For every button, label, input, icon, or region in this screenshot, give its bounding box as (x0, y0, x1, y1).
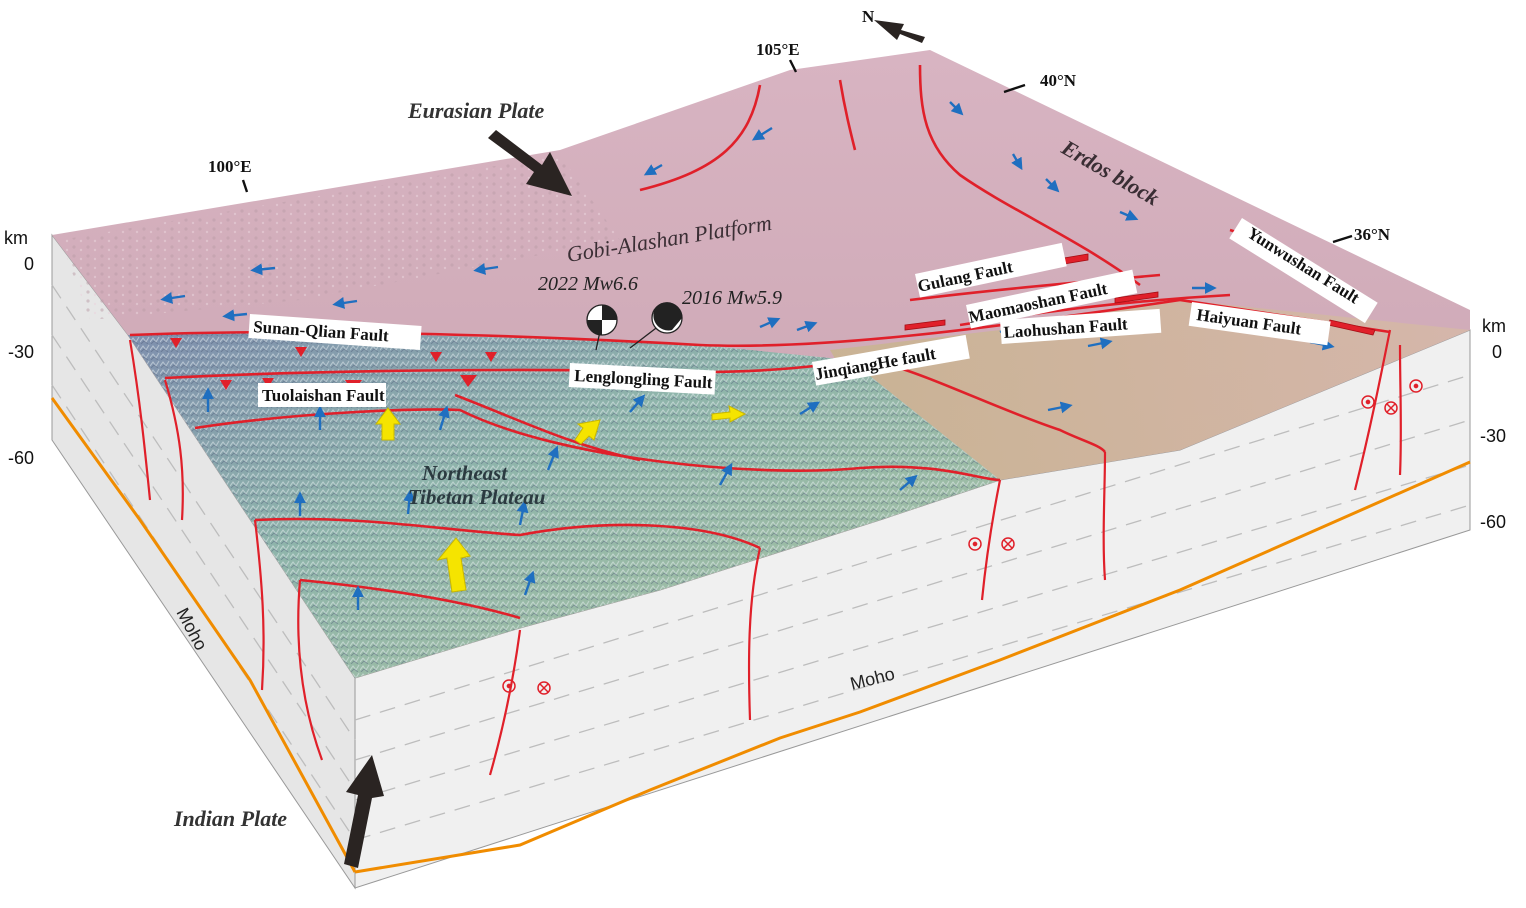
lon-100-label: 100°E (208, 157, 252, 176)
right-depth-30: -30 (1480, 426, 1506, 446)
left-depth-0: 0 (24, 254, 34, 274)
tibet-label-line1: Northeast (421, 461, 508, 485)
right-depth-unit: km (1482, 316, 1506, 336)
left-depth-unit: km (4, 228, 28, 248)
lat-36-label: 36°N (1354, 225, 1391, 244)
north-label: N (862, 7, 875, 26)
right-depth-0: 0 (1492, 342, 1502, 362)
eq-2016-label: 2016 Mw5.9 (682, 287, 782, 309)
lat-40-label: 40°N (1040, 71, 1077, 90)
left-depth-30: -30 (8, 342, 34, 362)
lon-105-label: 105°E (756, 40, 800, 59)
indian-plate-label: Indian Plate (173, 806, 287, 831)
right-depth-60: -60 (1480, 512, 1506, 532)
north-arrow (874, 20, 925, 43)
eurasian-plate-label: Eurasian Plate (407, 98, 545, 123)
tibet-label-line2: Tibetan Plateau (408, 485, 545, 509)
svg-text:Tuolaishan Fault: Tuolaishan Fault (262, 386, 385, 405)
left-depth-60: -60 (8, 448, 34, 468)
fault-label-tuolaishan: Tuolaishan Fault (258, 383, 386, 407)
eq-2022-label: 2022 Mw6.6 (538, 273, 638, 295)
